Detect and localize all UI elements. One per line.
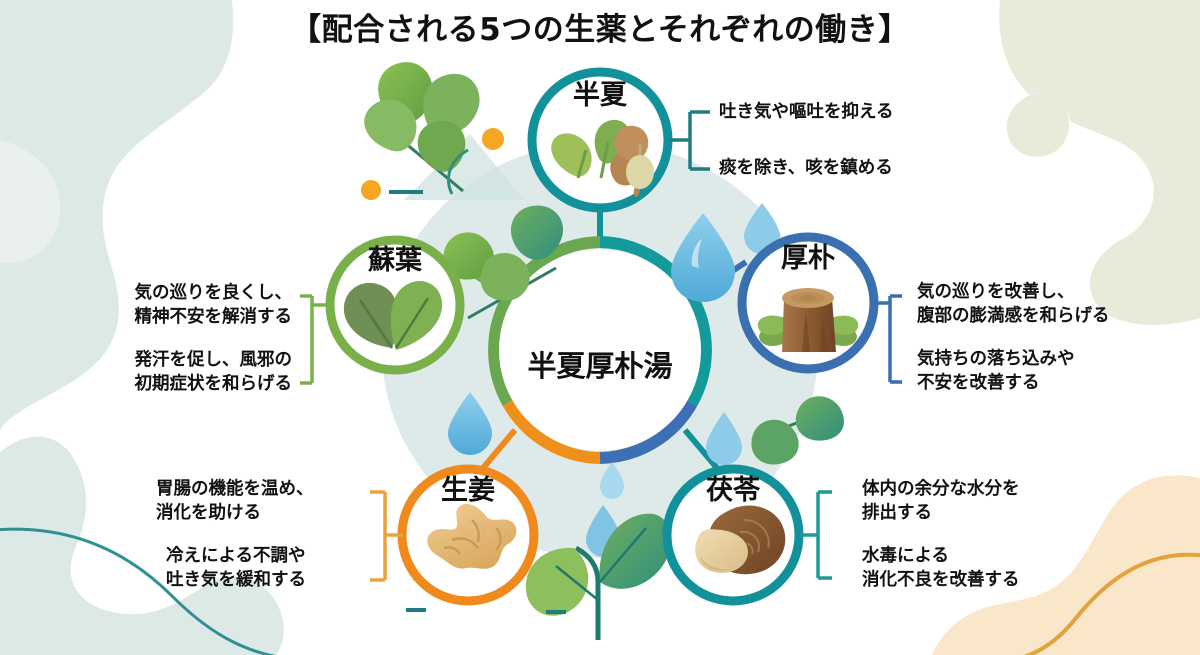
effect-soyo-2: 発汗を促し、風邪の 初期症状を和らげる bbox=[134, 350, 293, 395]
effect-brackets bbox=[300, 110, 902, 582]
node-label-bukuryo-wrap: 茯苓 bbox=[665, 477, 801, 507]
poria-fungus-icon bbox=[695, 505, 786, 575]
node-ring-kouboku[interactable] bbox=[737, 232, 879, 374]
node-ring-shoukyo[interactable] bbox=[397, 464, 539, 606]
leaf-shape bbox=[417, 120, 466, 172]
node-label-hange-wrap: 半夏 bbox=[532, 82, 668, 112]
node-label-kouboku: 厚朴 bbox=[781, 243, 835, 274]
bracket-soyo bbox=[300, 294, 329, 385]
orange-dot bbox=[361, 180, 381, 200]
blob-top-left bbox=[0, 0, 234, 430]
blob-top-right-leafdot bbox=[1006, 91, 1070, 157]
effect-bukuryo-2: 水毒による 消化不良を改善する bbox=[862, 546, 1020, 591]
tuber-bulb bbox=[626, 155, 654, 189]
effect-shoukyo-2: 冷えによる不調や 吐き気を緩和する bbox=[166, 546, 306, 591]
decoration-sprout bbox=[525, 513, 672, 640]
orange-dot bbox=[482, 128, 504, 150]
effect-kouboku-1: 気の巡りを改善し、 腹部の膨満感を和らげる bbox=[917, 282, 1110, 327]
magnolia-bark-log-icon bbox=[757, 288, 859, 352]
decoration-water-drops bbox=[448, 203, 780, 557]
node-label-shoukyo-wrap: 生姜 bbox=[400, 477, 536, 507]
bracket-kouboku bbox=[875, 294, 902, 384]
leaf-shape bbox=[751, 419, 799, 465]
leaf-shape bbox=[364, 99, 417, 152]
blob-bottom-right bbox=[932, 475, 1200, 655]
node-ring-bukuryo[interactable] bbox=[662, 464, 804, 606]
node-label-kouboku-wrap: 厚朴 bbox=[740, 245, 876, 275]
node-label-soyo-wrap: 蘇葉 bbox=[327, 247, 463, 277]
center-arc-orange bbox=[502, 399, 601, 464]
leaf-shape bbox=[480, 252, 530, 301]
sprout-stem bbox=[574, 545, 601, 640]
node-ring-hange[interactable] bbox=[527, 67, 673, 213]
spoke-center-bukuryo bbox=[682, 428, 720, 470]
center-ring bbox=[488, 236, 712, 464]
decoration-dots-and-dashes bbox=[361, 128, 566, 614]
leaf-tendril bbox=[447, 148, 469, 195]
effect-soyo-1: 気の巡りを良くし、 精神不安を解消する bbox=[134, 283, 293, 328]
center-arc-blue bbox=[599, 399, 698, 464]
perilla-leaf-icon bbox=[343, 280, 443, 350]
pinellia-tuber-icon bbox=[551, 119, 654, 197]
blob-top-right bbox=[999, 0, 1200, 325]
water-drop-icon bbox=[671, 213, 735, 302]
hill-shape bbox=[404, 134, 524, 200]
water-drop-icon bbox=[744, 203, 780, 254]
leaf-shape bbox=[510, 205, 564, 260]
center-ring-fill bbox=[499, 249, 701, 451]
blob-bottom-left bbox=[0, 436, 284, 655]
decoration-leaf-sprig-mid-left bbox=[443, 205, 564, 320]
bracket-shoukyo bbox=[370, 490, 403, 582]
node-label-bukuryo: 茯苓 bbox=[706, 475, 760, 506]
decoration-leaf-sprig-right bbox=[751, 396, 844, 465]
ginger-root-icon bbox=[427, 503, 517, 569]
effect-hange-1: 吐き気や嘔吐を抑える bbox=[719, 102, 894, 122]
water-drop-icon bbox=[448, 392, 492, 455]
sprout-vein bbox=[555, 527, 647, 601]
page-title: 【配合される5つの生薬とそれぞれの働き】 bbox=[290, 12, 910, 48]
node-label-soyo: 蘇葉 bbox=[368, 245, 422, 276]
node-label-shoukyo: 生姜 bbox=[441, 475, 495, 506]
sprout-leaf-left bbox=[525, 547, 589, 616]
blob-top-left-accent bbox=[0, 140, 61, 264]
effect-bukuryo-1: 体内の余分な水分を 排出する bbox=[862, 479, 1020, 524]
sprout-leaf-right bbox=[599, 513, 672, 589]
node-label-hange: 半夏 bbox=[573, 80, 627, 111]
center-formula-label: 半夏厚朴湯 bbox=[527, 349, 673, 383]
curve-bottom-right bbox=[1023, 552, 1200, 655]
effect-shoukyo-1: 胃腸の機能を温め、 消化を助ける bbox=[156, 479, 314, 524]
curve-bottom-left bbox=[0, 527, 276, 655]
leaf-shape bbox=[423, 73, 480, 134]
drop-highlight bbox=[691, 238, 702, 268]
effect-hange-2: 痰を除き、咳を鎮める bbox=[719, 158, 893, 178]
leaf-shape bbox=[795, 396, 844, 441]
water-drop-icon bbox=[706, 412, 742, 465]
decoration-leaf-sprig-upper-left bbox=[364, 62, 480, 195]
node-ring-soyo[interactable] bbox=[325, 235, 465, 375]
effect-kouboku-2: 気持ちの落ち込みや 不安を改善する bbox=[917, 349, 1075, 394]
water-drop-icon bbox=[600, 462, 624, 499]
spoke-center-shoukyo bbox=[480, 428, 518, 470]
bracket-hange bbox=[669, 110, 710, 171]
bracket-bukuryo bbox=[800, 490, 832, 580]
leaf-shape bbox=[443, 232, 494, 280]
